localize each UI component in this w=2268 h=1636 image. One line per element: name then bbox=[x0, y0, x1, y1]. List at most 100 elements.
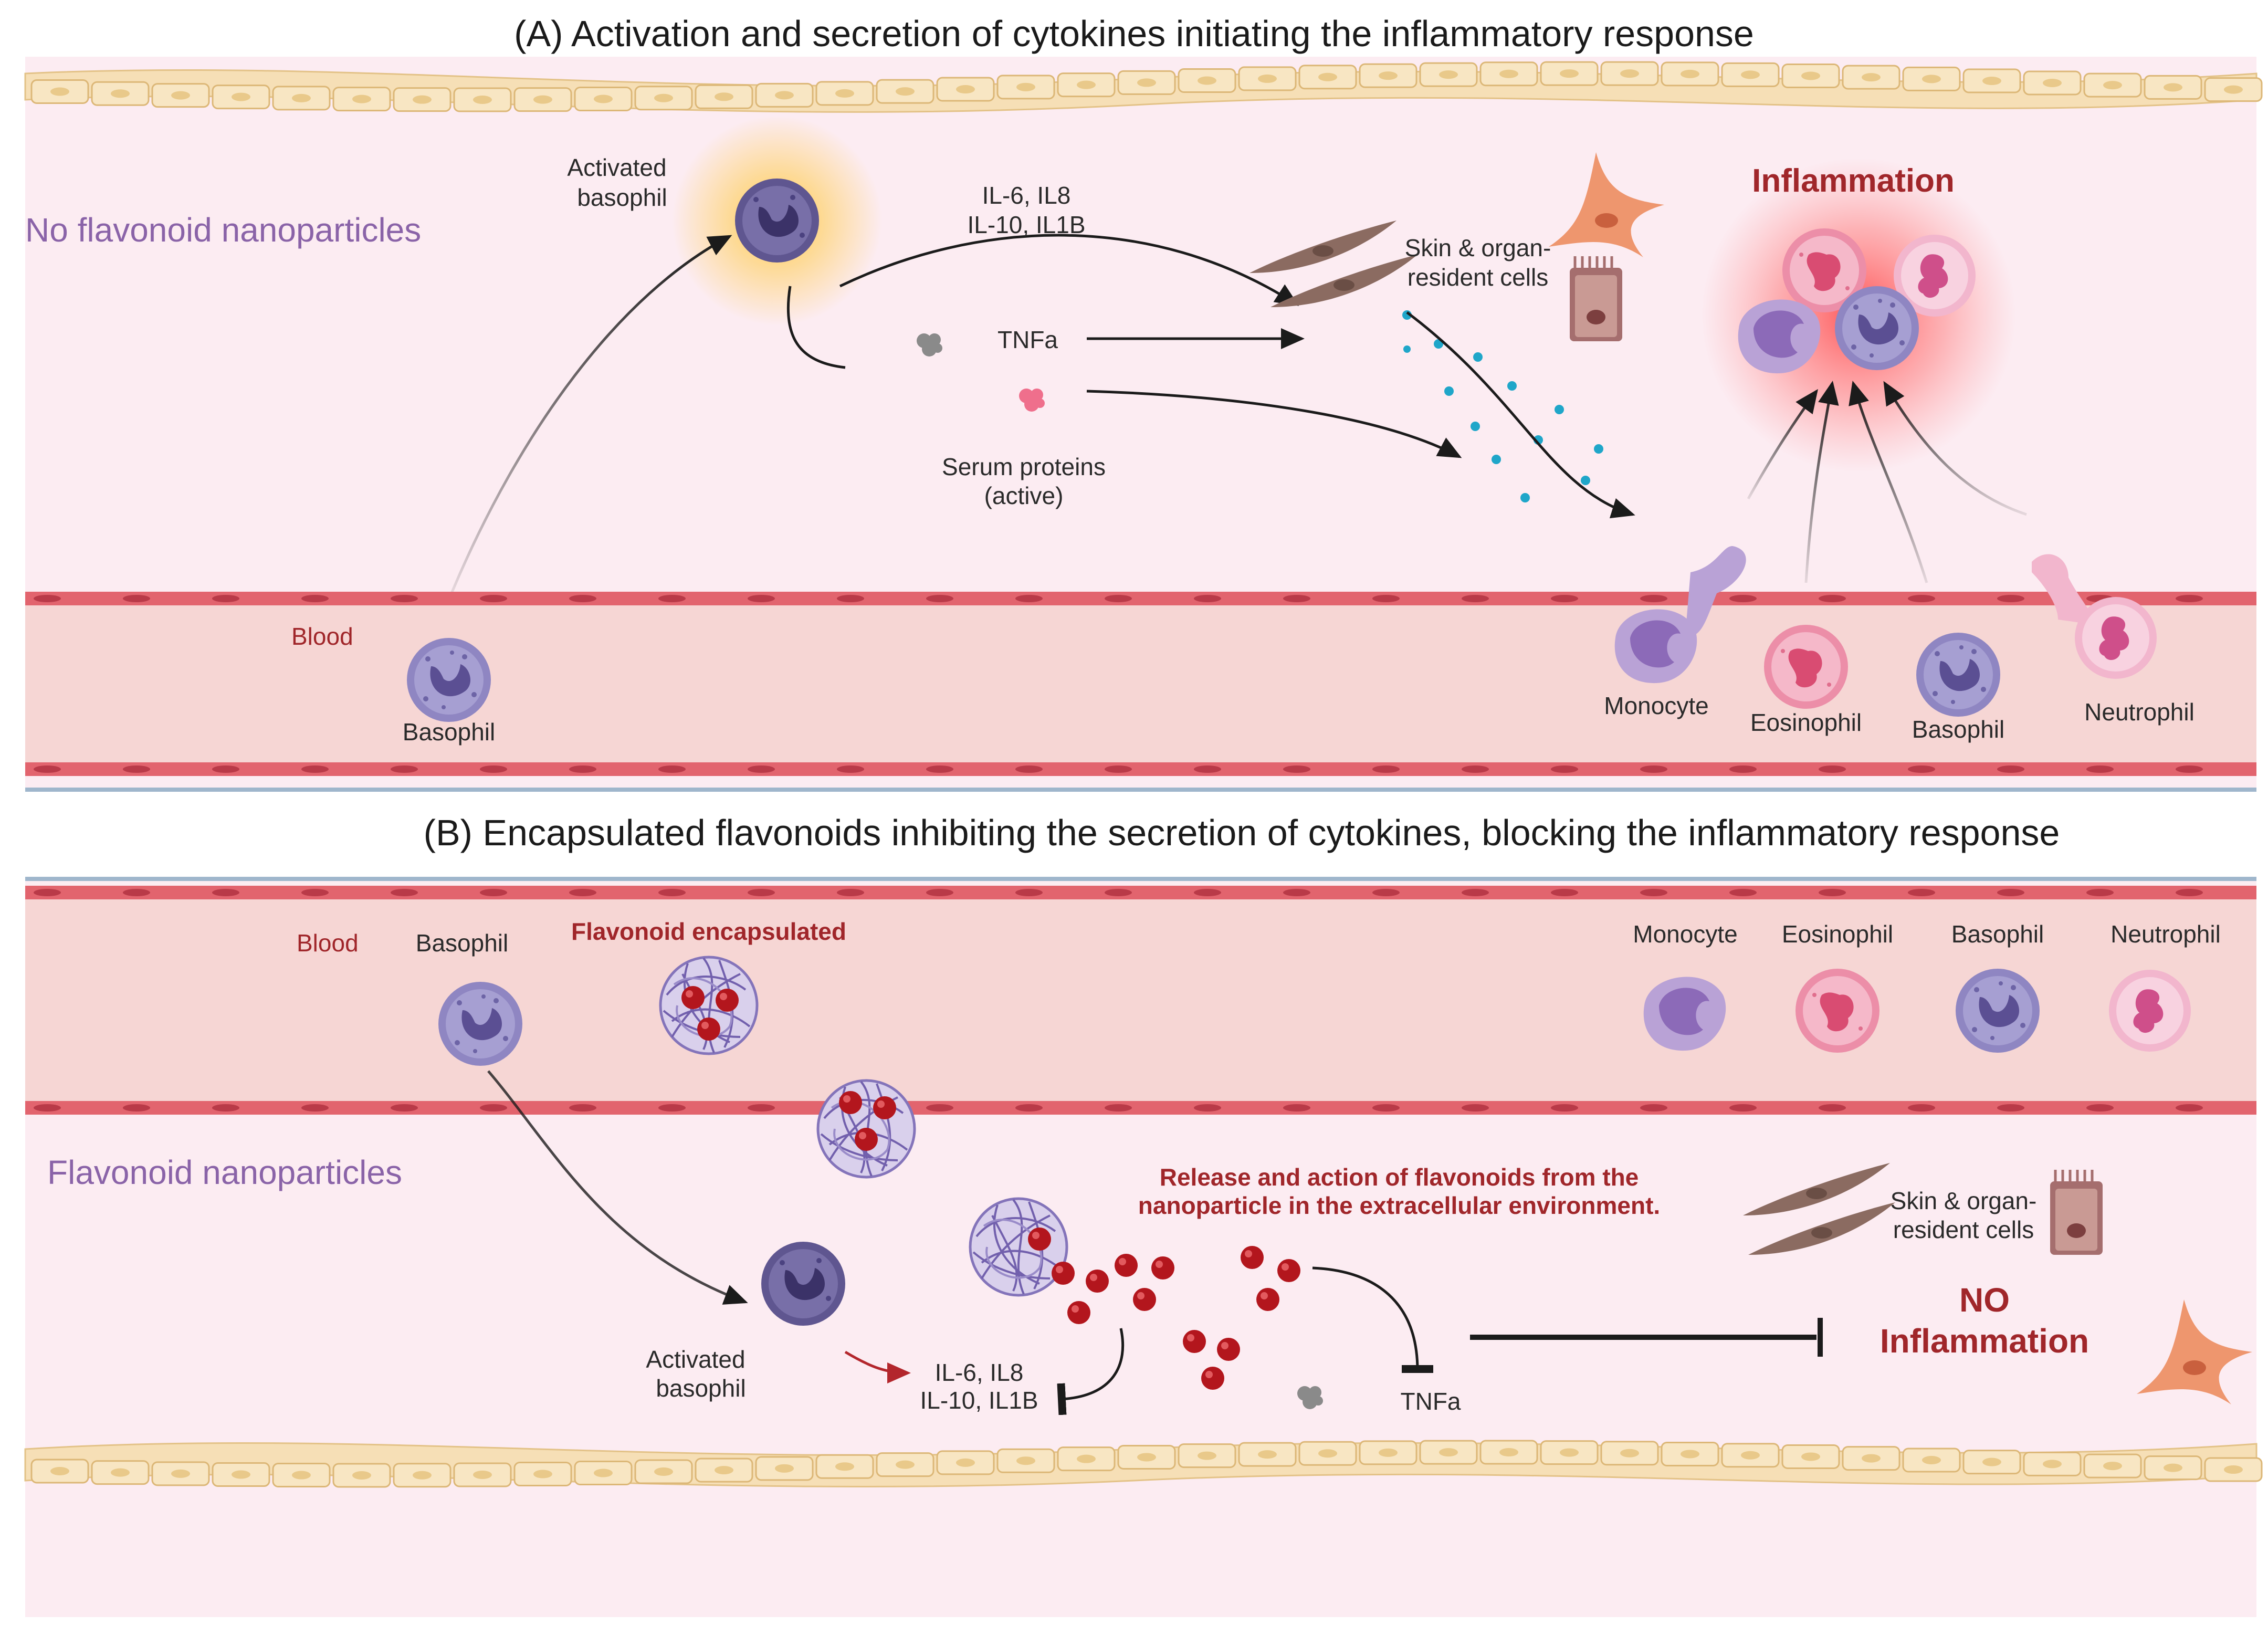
basophil-label-b: Basophil bbox=[416, 929, 508, 957]
endothelial-nucleus bbox=[1729, 1104, 1757, 1111]
blood-label-a: Blood bbox=[291, 623, 353, 650]
epithelial-nucleus bbox=[1016, 82, 1035, 91]
endothelial-nucleus bbox=[1105, 889, 1132, 896]
flavonoid-encapsulated-label: Flavonoid encapsulated bbox=[571, 918, 846, 945]
endothelial-nucleus bbox=[569, 765, 596, 773]
epithelial-nucleus bbox=[2103, 1462, 2122, 1471]
epithelial-nucleus bbox=[835, 1462, 854, 1471]
tnfa-label-b: TNFa bbox=[1401, 1388, 1461, 1415]
epithelial-nucleus bbox=[1077, 1454, 1096, 1463]
epithelial-nucleus bbox=[1499, 69, 1518, 78]
endothelial-nucleus bbox=[34, 1104, 61, 1111]
endothelial-nuclei-b bbox=[34, 889, 2203, 1111]
basophil-icon-infl bbox=[1835, 286, 1919, 370]
endothelial-nucleus bbox=[1372, 595, 1400, 602]
endothelial-nucleus bbox=[2176, 889, 2203, 896]
epithelial-nucleus bbox=[654, 93, 673, 102]
endothelial-nucleus bbox=[391, 889, 418, 896]
epithelial-nucleus bbox=[775, 1464, 794, 1473]
endothelial-nucleus bbox=[391, 1104, 418, 1111]
basophil-label-a2: Basophil bbox=[1912, 716, 2004, 743]
endothelial-nucleus bbox=[212, 1104, 239, 1111]
epithelial-nucleus bbox=[1137, 78, 1156, 87]
panel-b-condition: Flavonoid nanoparticles bbox=[47, 1153, 402, 1191]
endothelial-nucleus bbox=[212, 889, 239, 896]
endothelial-nucleus bbox=[1372, 889, 1400, 896]
endothelial-nucleus bbox=[301, 595, 329, 602]
endothelial-nucleus bbox=[1819, 765, 1846, 773]
monocyte-pseudopod bbox=[1685, 546, 1746, 636]
panel-b-title: (B) Encapsulated flavonoids inhibiting t… bbox=[424, 812, 2060, 853]
tnfa-label-a: TNFa bbox=[998, 326, 1058, 353]
endothelial-nucleus bbox=[569, 1104, 596, 1111]
endothelial-nucleus bbox=[1462, 765, 1489, 773]
epithelial-nucleus bbox=[1198, 76, 1216, 85]
monocyte-label-a: Monocyte bbox=[1604, 692, 1708, 719]
epithelial-nucleus bbox=[896, 87, 915, 96]
cytokines-label-a1: IL-6, IL8 bbox=[982, 182, 1071, 209]
epithelial-nucleus bbox=[2164, 83, 2182, 92]
release-label-1: Release and action of flavonoids from th… bbox=[1160, 1163, 1639, 1191]
eosinophil-label-b: Eosinophil bbox=[1782, 920, 1893, 948]
endothelial-nuclei-a bbox=[34, 595, 2203, 773]
epithelial-nucleus bbox=[50, 87, 69, 96]
migration-arrow-1 bbox=[1747, 389, 1818, 500]
endothelial-nucleus bbox=[1194, 765, 1221, 773]
endothelial-nucleus bbox=[748, 765, 775, 773]
inflammation-label: Inflammation bbox=[1752, 163, 1955, 199]
cytokine-inhibition bbox=[1057, 1328, 1125, 1415]
activated-basophil-a bbox=[735, 179, 819, 263]
epithelial-nucleus bbox=[1801, 1452, 1820, 1461]
endothelial-nucleus bbox=[1015, 1104, 1043, 1111]
endothelial-nucleus bbox=[658, 889, 686, 896]
panel-a-condition: No flavonoid nanoparticles bbox=[25, 211, 421, 249]
epithelial-nucleus bbox=[1801, 71, 1820, 80]
endothelial-nucleus bbox=[123, 1104, 150, 1111]
endothelial-nucleus bbox=[748, 889, 775, 896]
endothelial-nucleus bbox=[1997, 595, 2024, 602]
epithelial-nucleus bbox=[111, 89, 130, 98]
endothelial-nucleus bbox=[1283, 595, 1310, 602]
epithelial-nucleus bbox=[1620, 1449, 1639, 1457]
endothelial-nucleus bbox=[1105, 1104, 1132, 1111]
endothelial-nucleus bbox=[1729, 765, 1757, 773]
epithelial-nucleus bbox=[1862, 73, 1881, 82]
endothelial-nucleus bbox=[480, 1104, 507, 1111]
epithelial-nucleus bbox=[1620, 69, 1639, 78]
serum-proteins-label-2: (active) bbox=[984, 482, 1064, 509]
serum-proteins-label-1: Serum proteins bbox=[942, 453, 1106, 480]
endothelial-nucleus bbox=[2086, 765, 2114, 773]
secretion-arrow-b bbox=[844, 1350, 911, 1383]
endothelial-nucleus bbox=[926, 765, 953, 773]
activated-basophil-b bbox=[761, 1242, 845, 1326]
epithelial-nucleus bbox=[1499, 1448, 1518, 1457]
epithelial-nucleus bbox=[2164, 1463, 2182, 1472]
endothelial-nucleus bbox=[1729, 595, 1757, 602]
cytokines-label-a2: IL-10, IL1B bbox=[967, 211, 1085, 238]
eosinophil-icon-b bbox=[1796, 969, 1880, 1053]
migration-arrow-4 bbox=[1883, 381, 2027, 516]
epithelial-nucleus bbox=[352, 95, 371, 103]
endothelial-nucleus bbox=[34, 765, 61, 773]
endothelial-nucleus bbox=[748, 1104, 775, 1111]
blocking-bar-cap bbox=[1818, 1318, 1823, 1357]
migration-arrow-3 bbox=[1849, 381, 1928, 583]
epithelial-nucleus bbox=[896, 1460, 915, 1469]
epithelial-nucleus bbox=[1922, 75, 1941, 83]
epithelial-nucleus bbox=[1681, 69, 1699, 78]
epithelial-nucleus bbox=[1318, 72, 1337, 81]
panel-b-top-border bbox=[25, 877, 2256, 881]
endothelial-nucleus bbox=[2086, 1104, 2114, 1111]
endothelial-nucleus bbox=[1372, 765, 1400, 773]
endothelial-nucleus bbox=[658, 1104, 686, 1111]
endothelial-nucleus bbox=[1462, 1104, 1489, 1111]
endothelial-nucleus bbox=[837, 765, 864, 773]
epithelial-nucleus bbox=[1982, 1457, 2001, 1466]
endothelial-nucleus bbox=[1462, 889, 1489, 896]
endothelial-nucleus bbox=[1819, 595, 1846, 602]
endothelial-nucleus bbox=[1105, 595, 1132, 602]
eosinophil-icon-blood-a bbox=[1764, 625, 1848, 709]
endothelial-nucleus bbox=[1908, 595, 1935, 602]
